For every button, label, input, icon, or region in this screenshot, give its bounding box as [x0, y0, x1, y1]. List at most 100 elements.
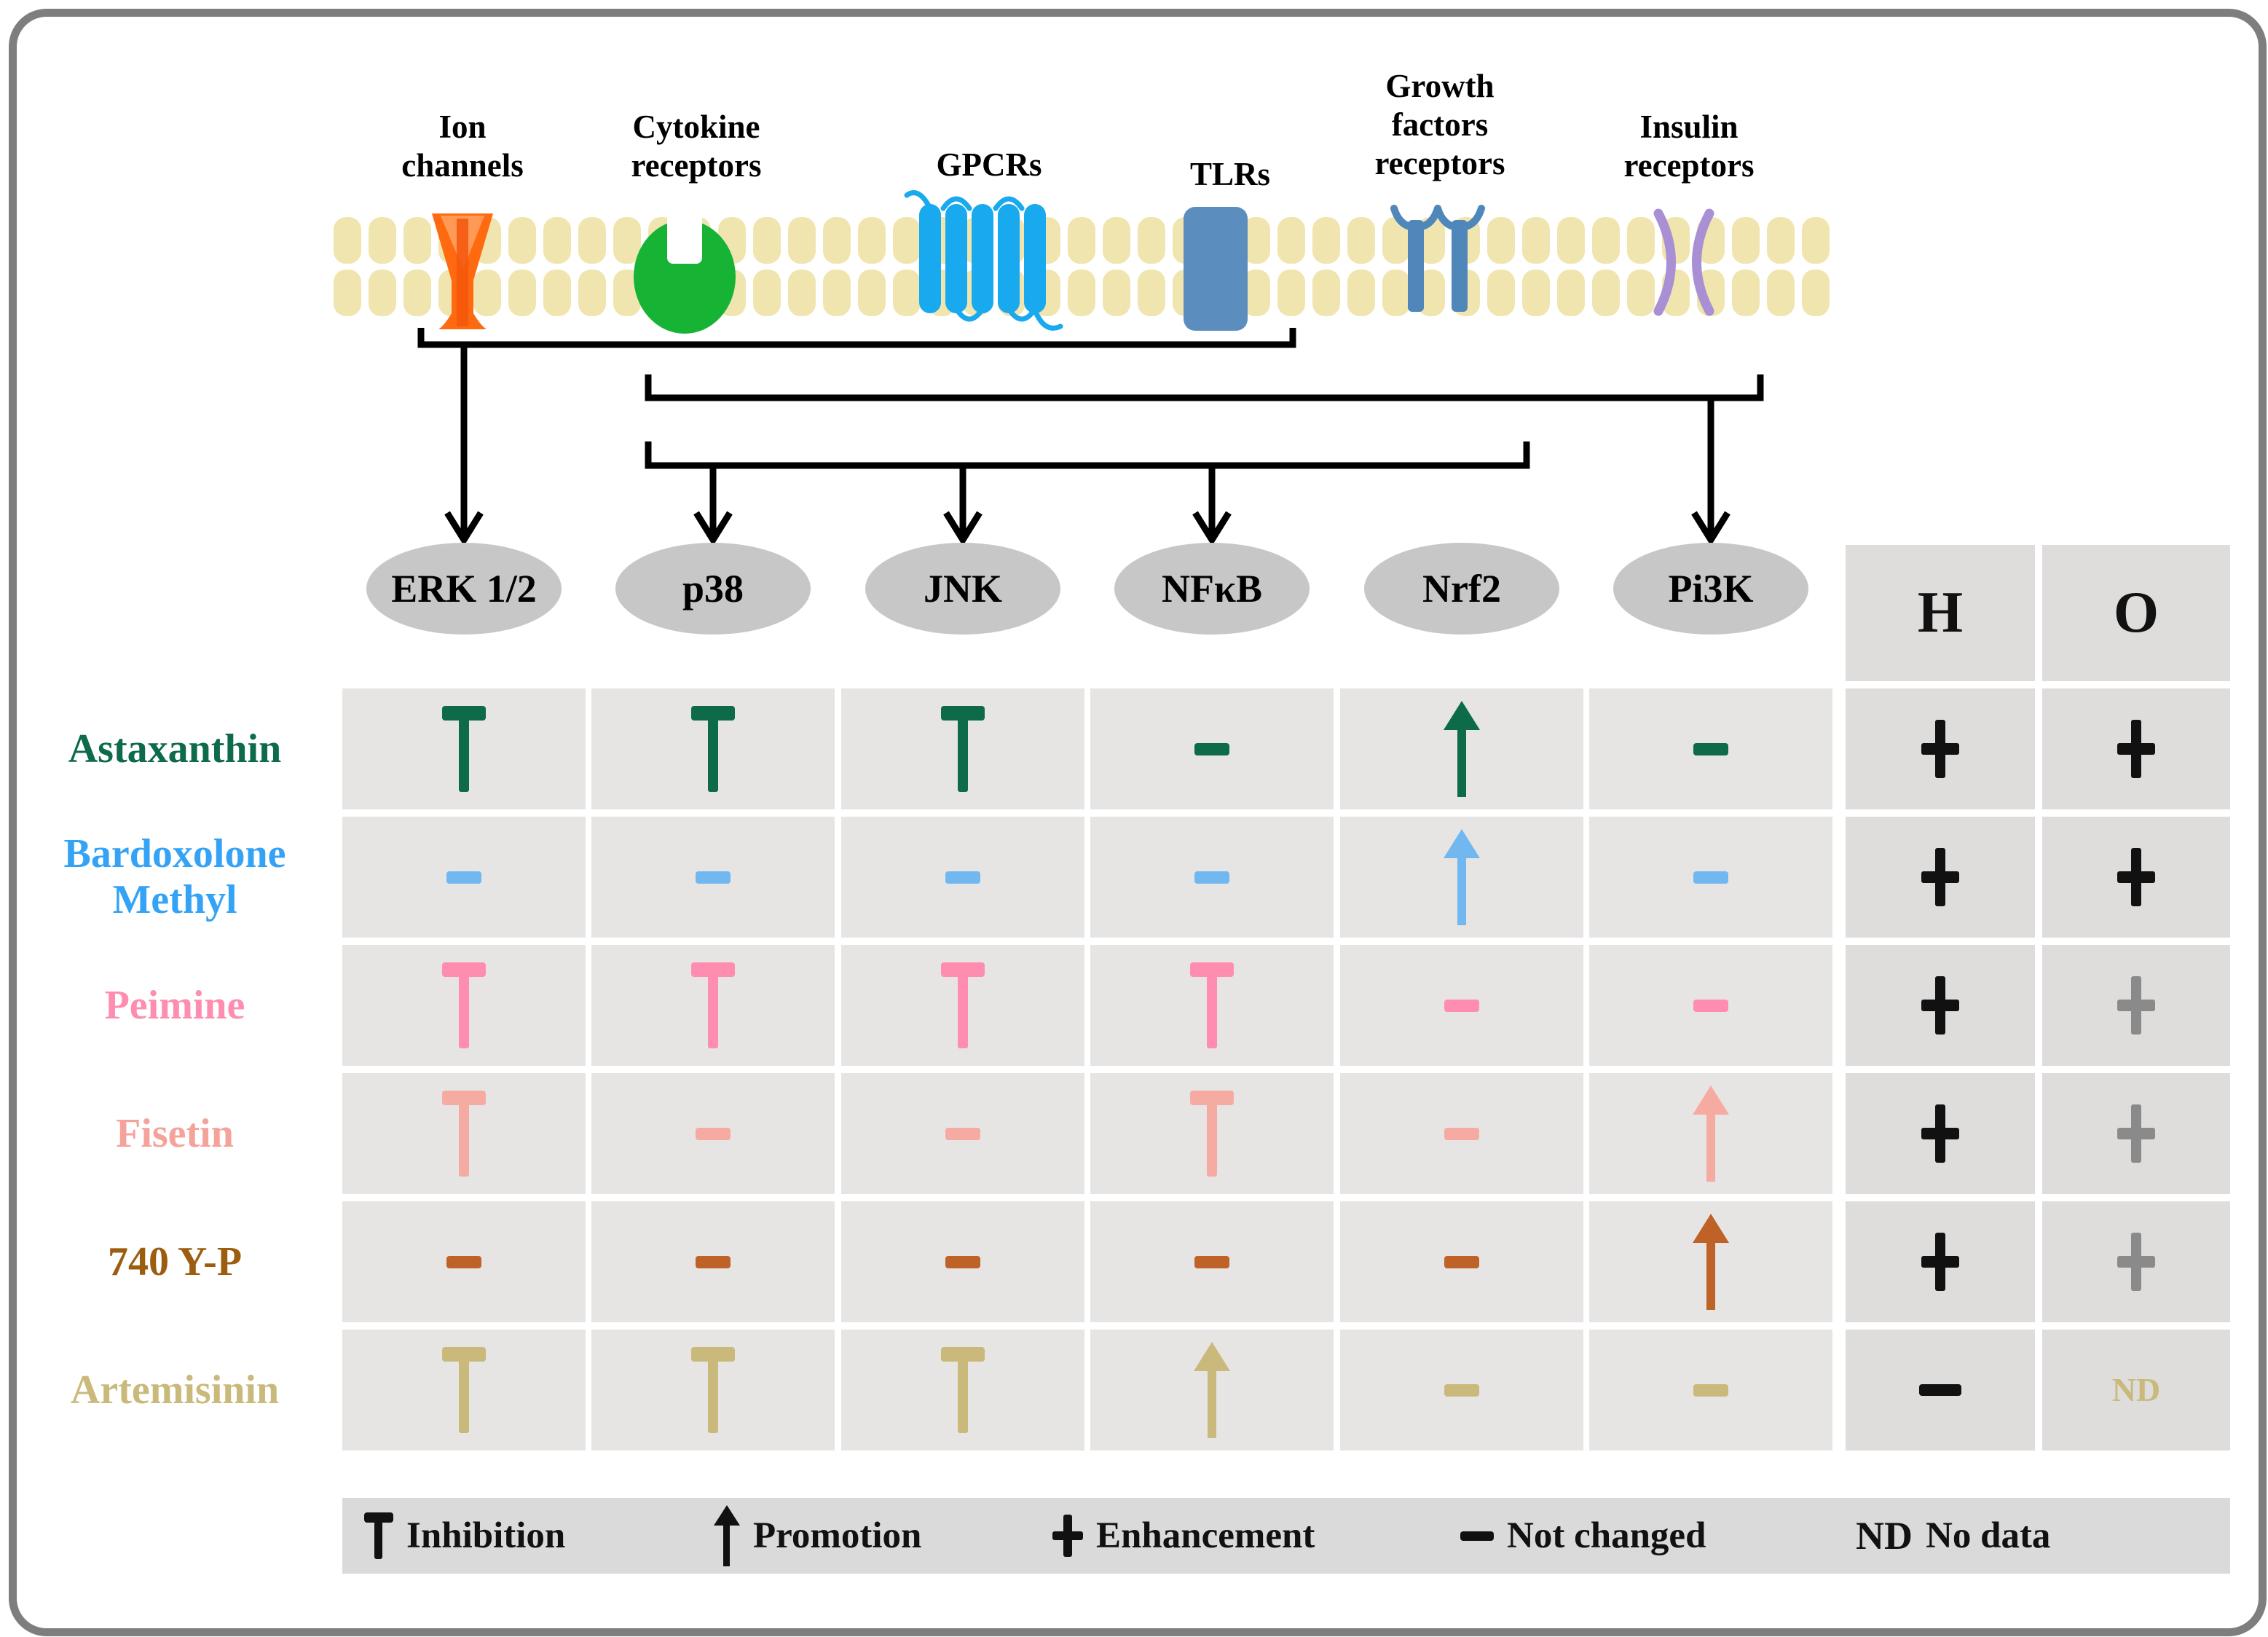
promotion-arrow-icon [1194, 1342, 1230, 1438]
lipid-blob [1243, 270, 1270, 316]
inhibition-symbol [442, 1347, 486, 1433]
effect-cell [1090, 1330, 1334, 1450]
inhibition-symbol [941, 706, 985, 792]
lipid-blob [1312, 217, 1340, 264]
signal-arrows [444, 345, 1730, 546]
lipid-blob [1068, 217, 1095, 264]
effect-cell [591, 1073, 835, 1194]
not-changed-dash [1444, 1127, 1479, 1140]
promotion-arrow-icon [714, 1505, 740, 1566]
lipid-blob [1627, 270, 1655, 316]
lipid-blob [508, 270, 536, 316]
lipid-blob [403, 217, 431, 264]
effect-cell [1589, 945, 1832, 1066]
cytokine-receptors-label: Cytokine receptors [631, 109, 762, 184]
pathway-oval-2: p38 [615, 543, 811, 635]
column-header-h: H [1846, 545, 2035, 681]
enhancement-plus [2117, 1233, 2155, 1291]
effect-cell [1340, 1073, 1583, 1194]
legend-item-plus: Enhancement [1052, 1515, 1315, 1557]
gpcr-icon [904, 190, 1063, 331]
effect-cell [1090, 1073, 1334, 1194]
gpcrs-label: GPCRs [936, 146, 1042, 183]
effect-cell: ND [2042, 1330, 2230, 1450]
effect-cell [1340, 1201, 1583, 1322]
signal-bracket-3 [645, 441, 1530, 469]
ion-channels-label: Ion channels [401, 109, 524, 184]
lipid-blob [893, 217, 921, 264]
no-data-label: ND [1856, 1514, 1913, 1558]
effect-cell [591, 1201, 835, 1322]
not-changed-dash [1194, 871, 1229, 884]
not-changed-dash [945, 871, 980, 884]
effect-cell [1589, 688, 1832, 809]
compound-label-740-y-p: 740 Y-P [107, 1238, 243, 1284]
not-changed-dash [1444, 1383, 1479, 1397]
enhancement-plus [1052, 1515, 1083, 1557]
lipid-blob [1103, 270, 1130, 316]
lipid-blob [403, 270, 431, 316]
inhibition-symbol [1190, 1091, 1234, 1177]
lipid-blob [543, 270, 571, 316]
compound-label-peimine: Peimine [104, 982, 245, 1028]
not-changed-dash [446, 871, 481, 884]
not-changed-dash [446, 1255, 481, 1268]
effect-cell [841, 945, 1084, 1066]
effect-cell [1340, 945, 1583, 1066]
not-changed-dash [1194, 1255, 1229, 1268]
lipid-blob [1522, 270, 1550, 316]
not-changed-dash [945, 1127, 980, 1140]
not-changed-dash [1693, 742, 1728, 755]
lipid-blob [1138, 270, 1165, 316]
pathway-oval-6: Pi3K [1613, 543, 1808, 635]
not-changed-dash [1444, 1255, 1479, 1268]
lipid-blob [369, 217, 396, 264]
enhancement-plus [2117, 848, 2155, 906]
enhancement-plus [1921, 1233, 1959, 1291]
legend-item-inhibit: Inhibition [364, 1512, 565, 1559]
effect-cell [1846, 945, 2035, 1066]
effect-cell [1589, 1330, 1832, 1450]
not-changed-dash [1693, 871, 1728, 884]
lipid-blob [1802, 270, 1830, 316]
effect-cell [342, 1330, 586, 1450]
effect-cell [1846, 1073, 2035, 1194]
promotion-arrow-icon [1444, 701, 1480, 797]
inhibition-symbol [364, 1512, 393, 1559]
lipid-blob [369, 270, 396, 316]
inhibition-symbol [691, 962, 735, 1048]
lipid-blob [1732, 217, 1760, 264]
enhancement-plus [1921, 976, 1959, 1035]
lipid-blob [1417, 270, 1445, 316]
lipid-blob [893, 270, 921, 316]
lipid-blob [1487, 217, 1515, 264]
effect-cell [841, 1073, 1084, 1194]
lipid-blob [1522, 217, 1550, 264]
effect-cell [2042, 1073, 2230, 1194]
effect-cell [2042, 688, 2230, 809]
not-changed-dash [696, 1255, 731, 1268]
inhibition-symbol [941, 962, 985, 1048]
pathway-oval-3: JNK [865, 543, 1060, 635]
effect-cell [342, 817, 586, 938]
lipid-blob [1732, 270, 1760, 316]
lipid-blob [1487, 270, 1515, 316]
compound-label-fisetin: Fisetin [116, 1110, 234, 1156]
effect-cell [1090, 945, 1334, 1066]
pathway-oval-5: Nrf2 [1364, 543, 1559, 635]
effect-cell [342, 1073, 586, 1194]
lipid-blob [578, 270, 606, 316]
not-changed-dash [1194, 742, 1229, 755]
lipid-blob [1627, 217, 1655, 264]
not-changed-dash [696, 871, 731, 884]
legend-label: Inhibition [406, 1515, 566, 1556]
effect-cell [342, 688, 586, 809]
effect-cell [2042, 1201, 2230, 1322]
tlrs-label: TLRs [1189, 156, 1271, 192]
effect-cell [2042, 945, 2230, 1066]
lipid-blob [1767, 217, 1795, 264]
not-changed-dash [1693, 1383, 1728, 1397]
